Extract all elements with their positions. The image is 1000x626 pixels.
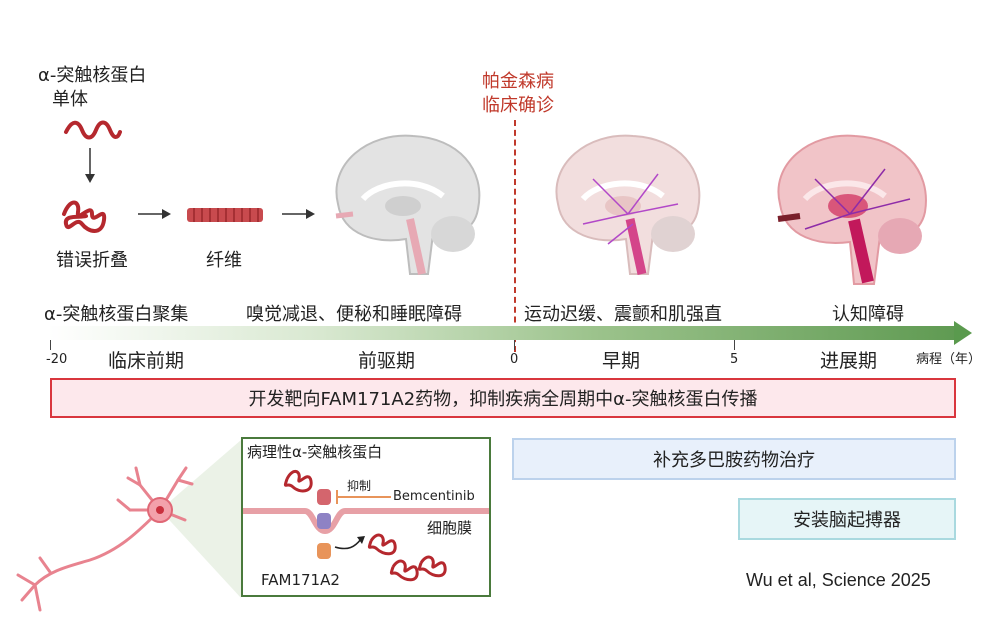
inhibit-label: 抑制 xyxy=(347,479,372,493)
tick-0 xyxy=(514,340,515,350)
fiber-label: 纤维 xyxy=(206,250,242,271)
citation: Wu et al, Science 2025 xyxy=(746,570,931,590)
treatment-dopamine-box: 补充多巴胺药物治疗 xyxy=(512,438,956,480)
inset-title: 病理性α-突触核蛋白 xyxy=(247,443,383,461)
treatment-main-box: 开发靶向FAM171A2药物，抑制疾病全周期中α-突触核蛋白传播 xyxy=(50,378,956,418)
drug-label: Bemcentinib xyxy=(393,489,475,504)
treatment-dopamine-text: 补充多巴胺药物治疗 xyxy=(653,450,815,471)
aggregation-label: α-突触核蛋白聚集 xyxy=(44,304,189,325)
mechanism-inset: 病理性α-突触核蛋白 抑制 Bemcentinib 细胞膜 FAM171A2 xyxy=(241,437,491,597)
misfold-label: 错误折叠 xyxy=(56,250,128,271)
neuron-illustration xyxy=(16,440,241,612)
misfold-icon xyxy=(62,200,107,233)
right-arrow-icon-2 xyxy=(282,209,315,219)
brain-advanced xyxy=(777,134,927,285)
right-arrow-icon xyxy=(138,209,171,219)
phase-preclinical: 临床前期 xyxy=(108,350,185,372)
fiber-icon xyxy=(187,208,263,222)
early-symptoms: 运动迟缓、震颤和肌强直 xyxy=(524,304,722,325)
tick-minus20 xyxy=(50,340,51,350)
timeline-axis xyxy=(48,326,958,340)
membrane-label: 细胞膜 xyxy=(427,519,473,537)
late-symptoms: 认知障碍 xyxy=(832,304,904,325)
inset-diagram xyxy=(243,470,489,582)
treatment-main-text: 开发靶向FAM171A2药物，抑制疾病全周期中α-突触核蛋白传播 xyxy=(248,389,758,410)
down-arrow-icon xyxy=(85,148,95,183)
brain-early xyxy=(555,134,701,275)
phase-prodromal: 前驱期 xyxy=(358,350,416,372)
treatment-pacemaker-text: 安装脑起搏器 xyxy=(793,510,901,531)
axis-unit-label: 病程（年） xyxy=(916,352,982,367)
diagnosis-label: 帕金森病 临床确诊 xyxy=(482,71,554,116)
monomer-icon xyxy=(64,120,122,140)
receptor-label: FAM171A2 xyxy=(261,571,340,589)
treatment-pacemaker-box: 安装脑起搏器 xyxy=(738,498,956,540)
tick-label-0: 0 xyxy=(510,352,519,367)
tick-label-5: 5 xyxy=(730,352,739,367)
prodromal-symptoms: 嗅觉减退、便秘和睡眠障碍 xyxy=(246,304,462,325)
tick-5 xyxy=(734,340,735,350)
brain-prodromal xyxy=(335,134,481,275)
tick-label-minus20: -20 xyxy=(46,352,68,367)
diagnosis-divider xyxy=(514,120,516,352)
phase-early: 早期 xyxy=(602,350,641,372)
axis-arrowhead xyxy=(954,321,972,345)
monomer-label: α-突触核蛋白 单体 xyxy=(38,65,147,110)
phase-advanced: 进展期 xyxy=(820,350,878,372)
